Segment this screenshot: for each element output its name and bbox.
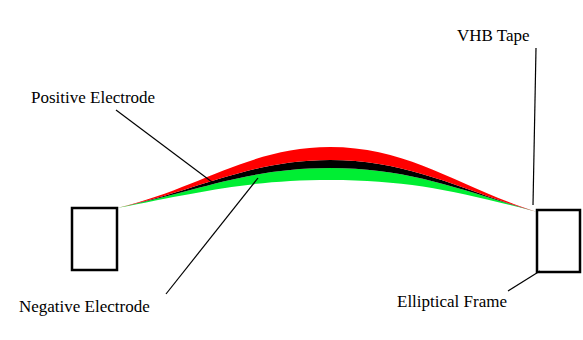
leader-line [166,178,258,294]
leader-line [508,271,540,291]
left-frame-block [72,208,117,270]
part-label: Elliptical Frame [396,292,508,312]
part-label: Negative Electrode [18,297,151,317]
part-label: Positive Electrode [30,88,156,108]
leader-line [116,110,212,182]
part-label: VHB Tape [456,26,531,46]
vhb-tape-layer [117,160,537,212]
right-frame-block [537,210,580,272]
leader-line [533,48,536,205]
positive-electrode-layer [117,147,537,212]
